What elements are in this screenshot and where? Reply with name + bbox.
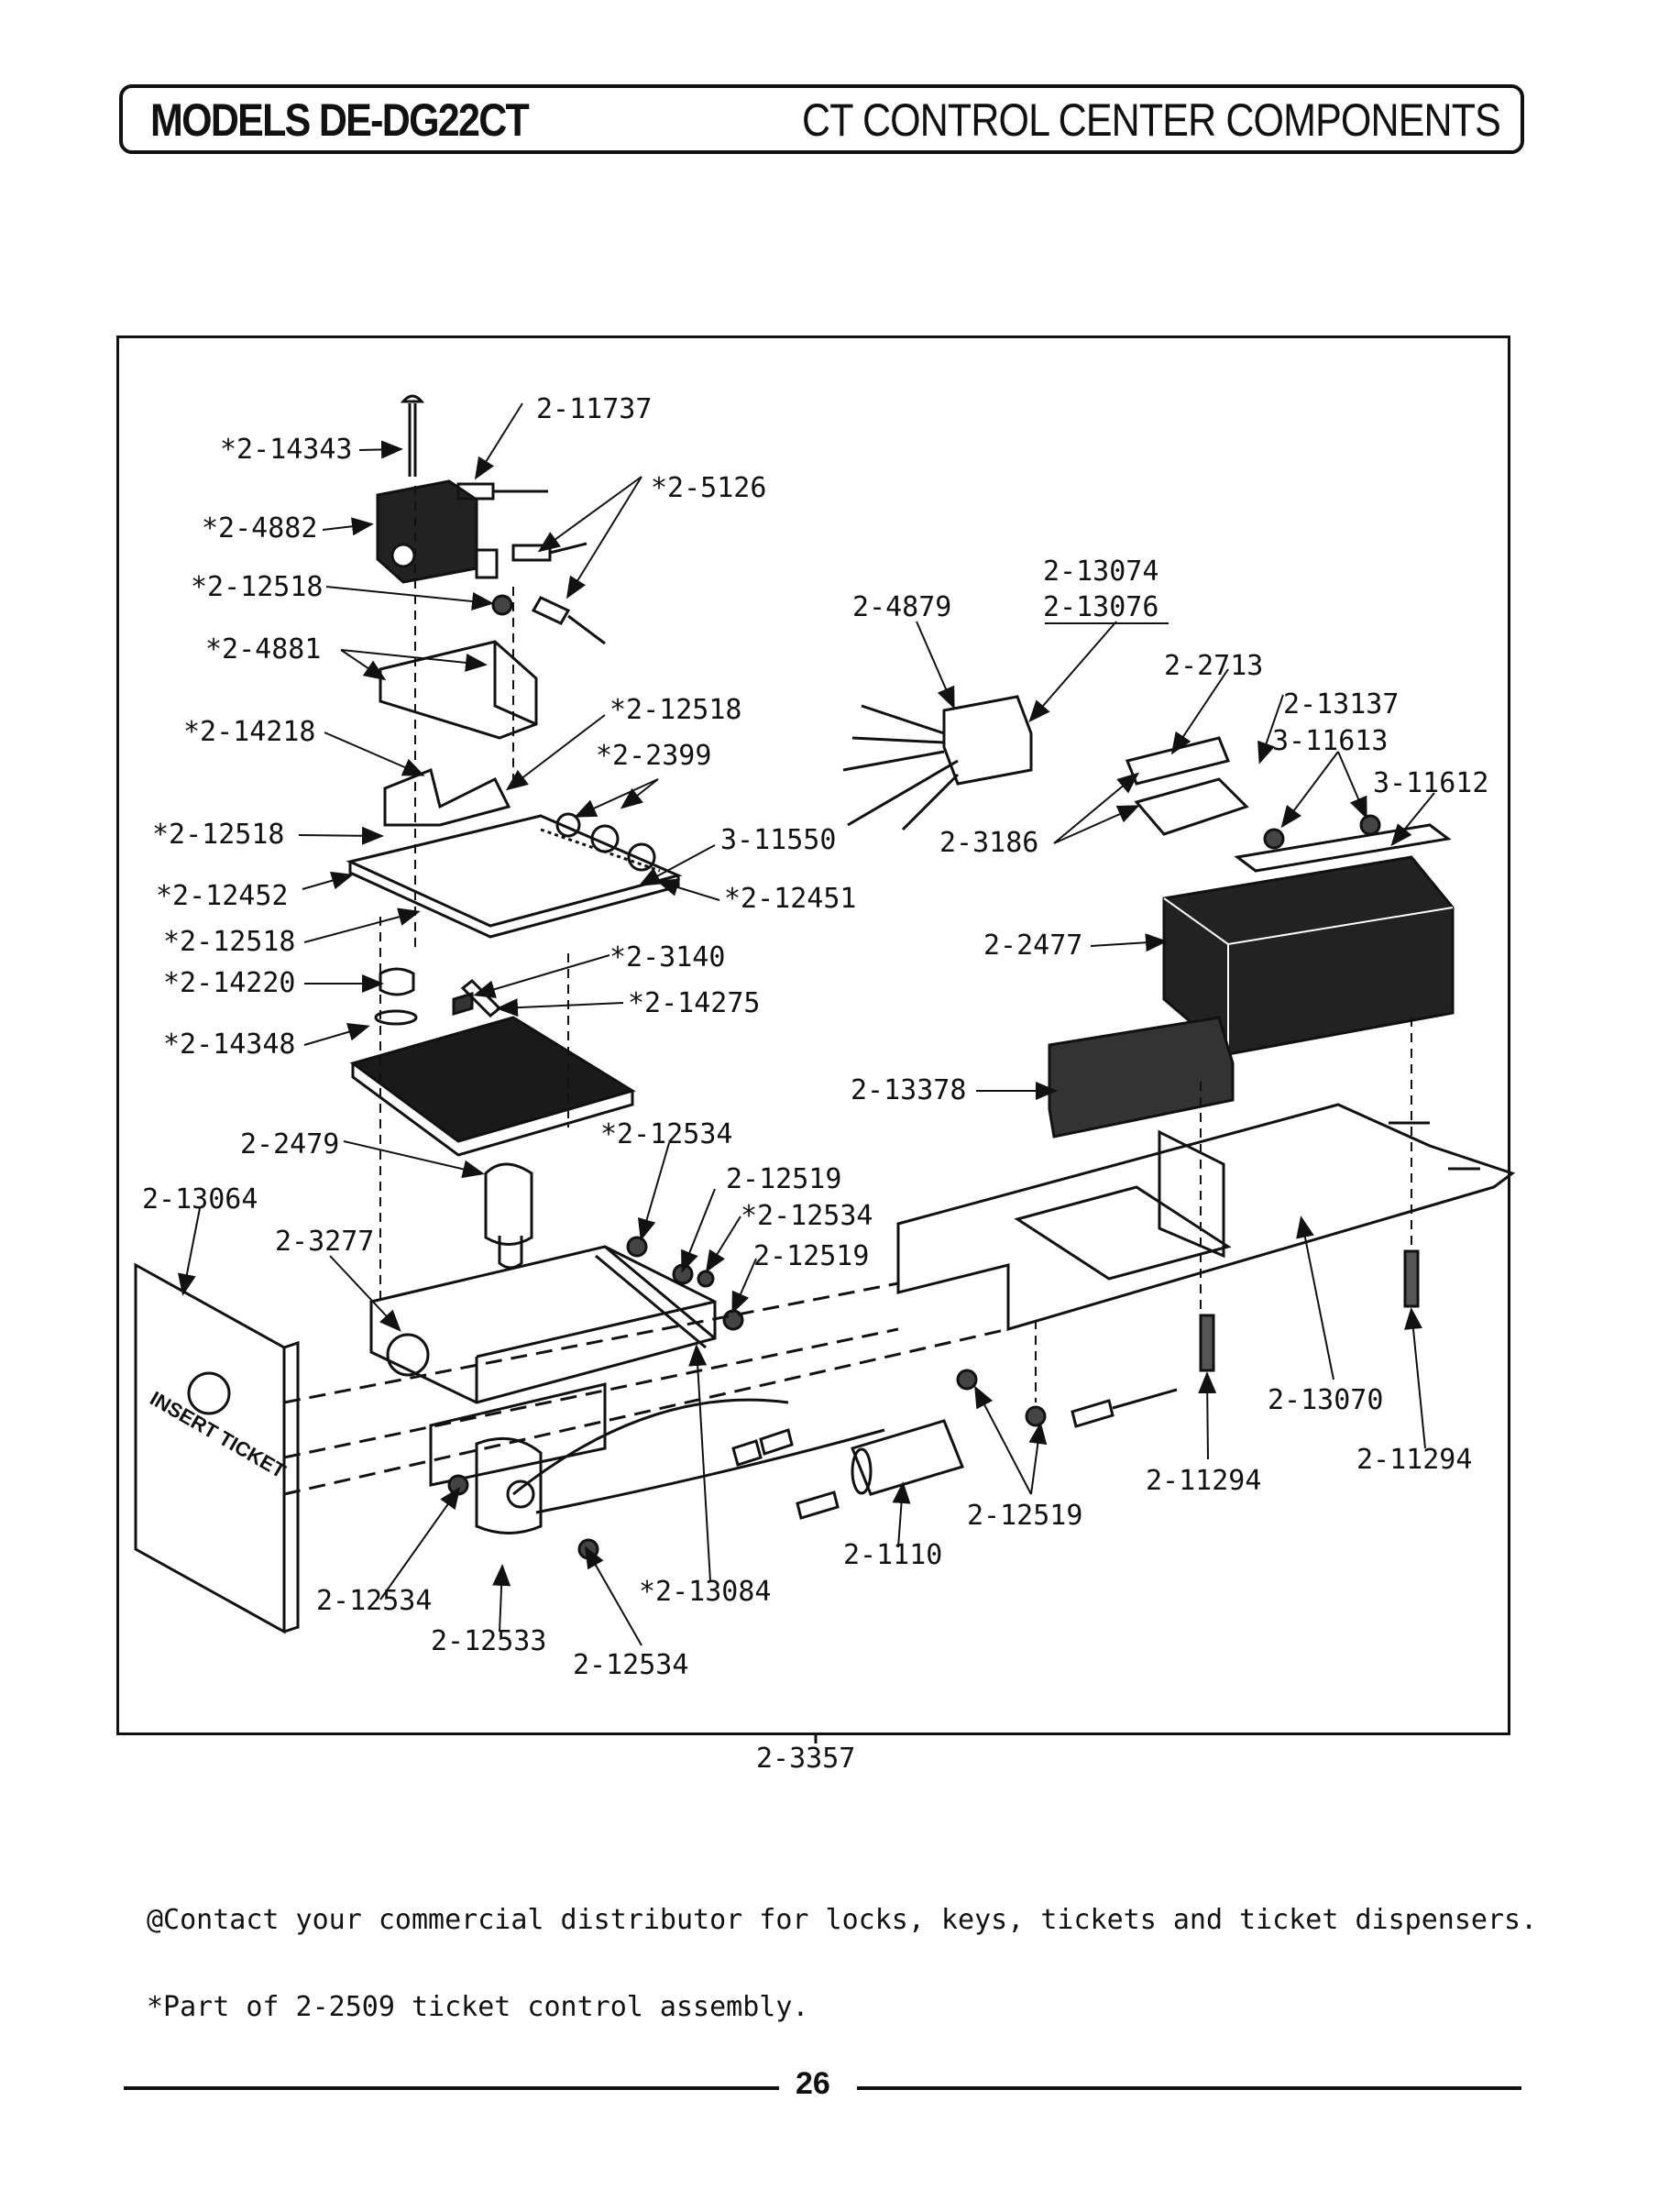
part-label: *2-12534 [741,1200,873,1232]
part-label: *2-5126 [651,472,766,504]
part-label: 2-4879 [852,591,951,623]
part-label: *2-13084 [639,1576,772,1608]
part-label: *2-3140 [609,941,725,974]
models-title: MODELS DE-DG22CT [150,94,530,146]
part-label: 2-12519 [967,1500,1082,1532]
page-header: MODELS DE-DG22CT CT CONTROL CENTER COMPO… [119,84,1524,154]
part-label: 2-12519 [726,1163,841,1195]
part-label: 2-13064 [142,1183,258,1216]
part-label: 3-11612 [1373,767,1488,799]
part-label: *2-12452 [156,880,289,912]
part-label: *2-14218 [183,716,316,748]
alignment-lines [379,486,1412,1402]
part-label: 2-12533 [431,1625,546,1657]
part-label: 2-2477 [983,930,1082,962]
part-label: 2-11737 [536,393,652,425]
part-label: 2-12534 [316,1585,432,1617]
part-label: 2-12519 [753,1240,869,1272]
part-label: 2-13076 [1043,591,1158,623]
part-label: *2-12518 [163,926,296,958]
part-label: 2-11294 [1146,1465,1261,1497]
part-label: 2-2479 [240,1128,339,1160]
part-label: *2-12534 [600,1118,733,1150]
part-label: 2-11294 [1356,1444,1472,1476]
part-label: 2-3277 [275,1226,374,1258]
part-label: 2-1110 [843,1539,942,1571]
section-title: CT CONTROL CENTER COMPONENTS [802,94,1501,146]
part-label: 2-3186 [939,827,1038,859]
part-label: *2-14275 [628,987,761,1019]
part-label: *2-4881 [205,633,321,666]
part-label: 2-13074 [1043,556,1158,588]
part-of-note: *Part of 2-2509 ticket control assembly. [147,1991,809,2023]
part-label: *2-12518 [609,694,742,726]
part-label: *2-12518 [152,819,285,851]
part-label: *2-2399 [596,740,711,772]
parts-drawing [134,394,1516,1634]
part-label: *2-12451 [724,883,857,915]
part-label: *2-12518 [191,571,324,603]
part-label: 2-13137 [1283,688,1399,720]
part-label-below-frame: 2-3357 [756,1743,855,1775]
part-label: 2-13070 [1268,1384,1383,1416]
footer-rule-left [124,2086,779,2090]
page-number: 26 [796,2066,830,2101]
part-label: 2-13378 [851,1074,966,1106]
part-label: *2-4882 [202,512,317,544]
leader-lines [178,402,1435,1646]
part-label: *2-14348 [163,1028,296,1061]
footer-rule-right [857,2086,1521,2090]
contact-note: @Contact your commercial distributor for… [147,1904,1538,1936]
diagram-frame [116,336,1510,1735]
part-label: *2-14343 [220,434,353,466]
insert-ticket-text: INSERT TICKET [147,1387,291,1483]
part-label: 3-11613 [1272,725,1388,757]
part-label: 2-12534 [573,1649,688,1681]
part-label: 2-2713 [1164,650,1263,682]
part-labels: *2-14343 2-11737 *2-5126 *2-4882 *2-1251… [142,393,1488,1775]
part-label: 3-11550 [720,824,836,856]
part-label: *2-14220 [163,967,296,999]
